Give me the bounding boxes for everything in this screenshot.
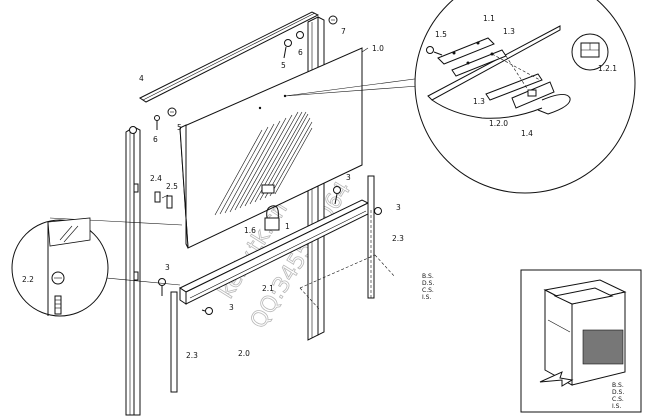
label-5-top: 5 (281, 61, 286, 70)
code-bs: B.S. (422, 273, 434, 280)
screw-part-5-top (284, 39, 292, 47)
handle-part-1-4 (537, 94, 571, 115)
label-6-mid: 6 (153, 135, 158, 144)
label-3-upper-right: 3 (346, 173, 351, 182)
handle-part-1-6 (266, 205, 279, 223)
glass-panel-part-1-0 (179, 47, 363, 249)
label-2-0: 2.0 (238, 349, 250, 358)
support-rods-part-2-3 (170, 175, 396, 393)
label-4: 4 (139, 74, 144, 83)
label-2-3-right: 2.3 (392, 234, 404, 243)
label-7: 7 (341, 27, 346, 36)
part-labels: 1.0 1.1 1.2.0 1.2.1 1.3 1.3 1.4 1.5 1.6 … (22, 14, 617, 360)
inset-code-ds: D.S. (612, 389, 624, 396)
detail-circle-left (11, 217, 109, 317)
hinge-plate-part-1-1 (437, 37, 495, 65)
label-1-2-1: 1.2.1 (598, 64, 617, 73)
label-3-lower-left: 3 (165, 263, 170, 272)
inset-code-is: I.S. (612, 403, 621, 410)
inset-code-cs: C.S. (612, 396, 624, 403)
detail-circle-top (414, 0, 636, 194)
bracket-part-2-5 (166, 195, 173, 209)
nut-part-6-mid (154, 115, 160, 121)
code-is: I.S. (422, 294, 431, 301)
code-cs: C.S. (422, 287, 434, 294)
label-6-top: 6 (298, 48, 303, 57)
label-1-5: 1.5 (435, 30, 447, 39)
label-5-mid: 5 (177, 123, 182, 132)
inset-overview-box: B.S. D.S. C.S. I.S. (520, 269, 642, 413)
label-1: 1 (285, 222, 290, 231)
label-1-6: 1.6 (244, 226, 256, 235)
nut-part-6-top (296, 31, 304, 39)
label-2-3-left: 2.3 (186, 351, 198, 360)
inset-code-bs: B.S. (612, 382, 624, 389)
label-2-4: 2.4 (150, 174, 162, 183)
label-1-4: 1.4 (521, 129, 533, 138)
bracket-part-2-4 (154, 191, 161, 203)
label-1-2-0: 1.2.0 (489, 119, 508, 128)
code-ds: D.S. (422, 280, 434, 287)
label-1-0: 1.0 (372, 44, 384, 53)
label-3-right: 3 (396, 203, 401, 212)
label-2-5: 2.5 (166, 182, 178, 191)
label-1-3-top: 1.3 (503, 27, 515, 36)
top-rail-part-4 (139, 11, 320, 103)
label-3-lower: 3 (229, 303, 234, 312)
position-codes: B.S. D.S. C.S. I.S. (422, 273, 434, 301)
label-2-1: 2.1 (262, 284, 274, 293)
screw-part-1-5 (426, 46, 434, 54)
label-1-1: 1.1 (483, 14, 495, 23)
label-1-3-bottom: 1.3 (473, 97, 485, 106)
arrow-icon (539, 371, 574, 387)
left-post (125, 126, 141, 416)
label-2-2: 2.2 (22, 275, 34, 284)
